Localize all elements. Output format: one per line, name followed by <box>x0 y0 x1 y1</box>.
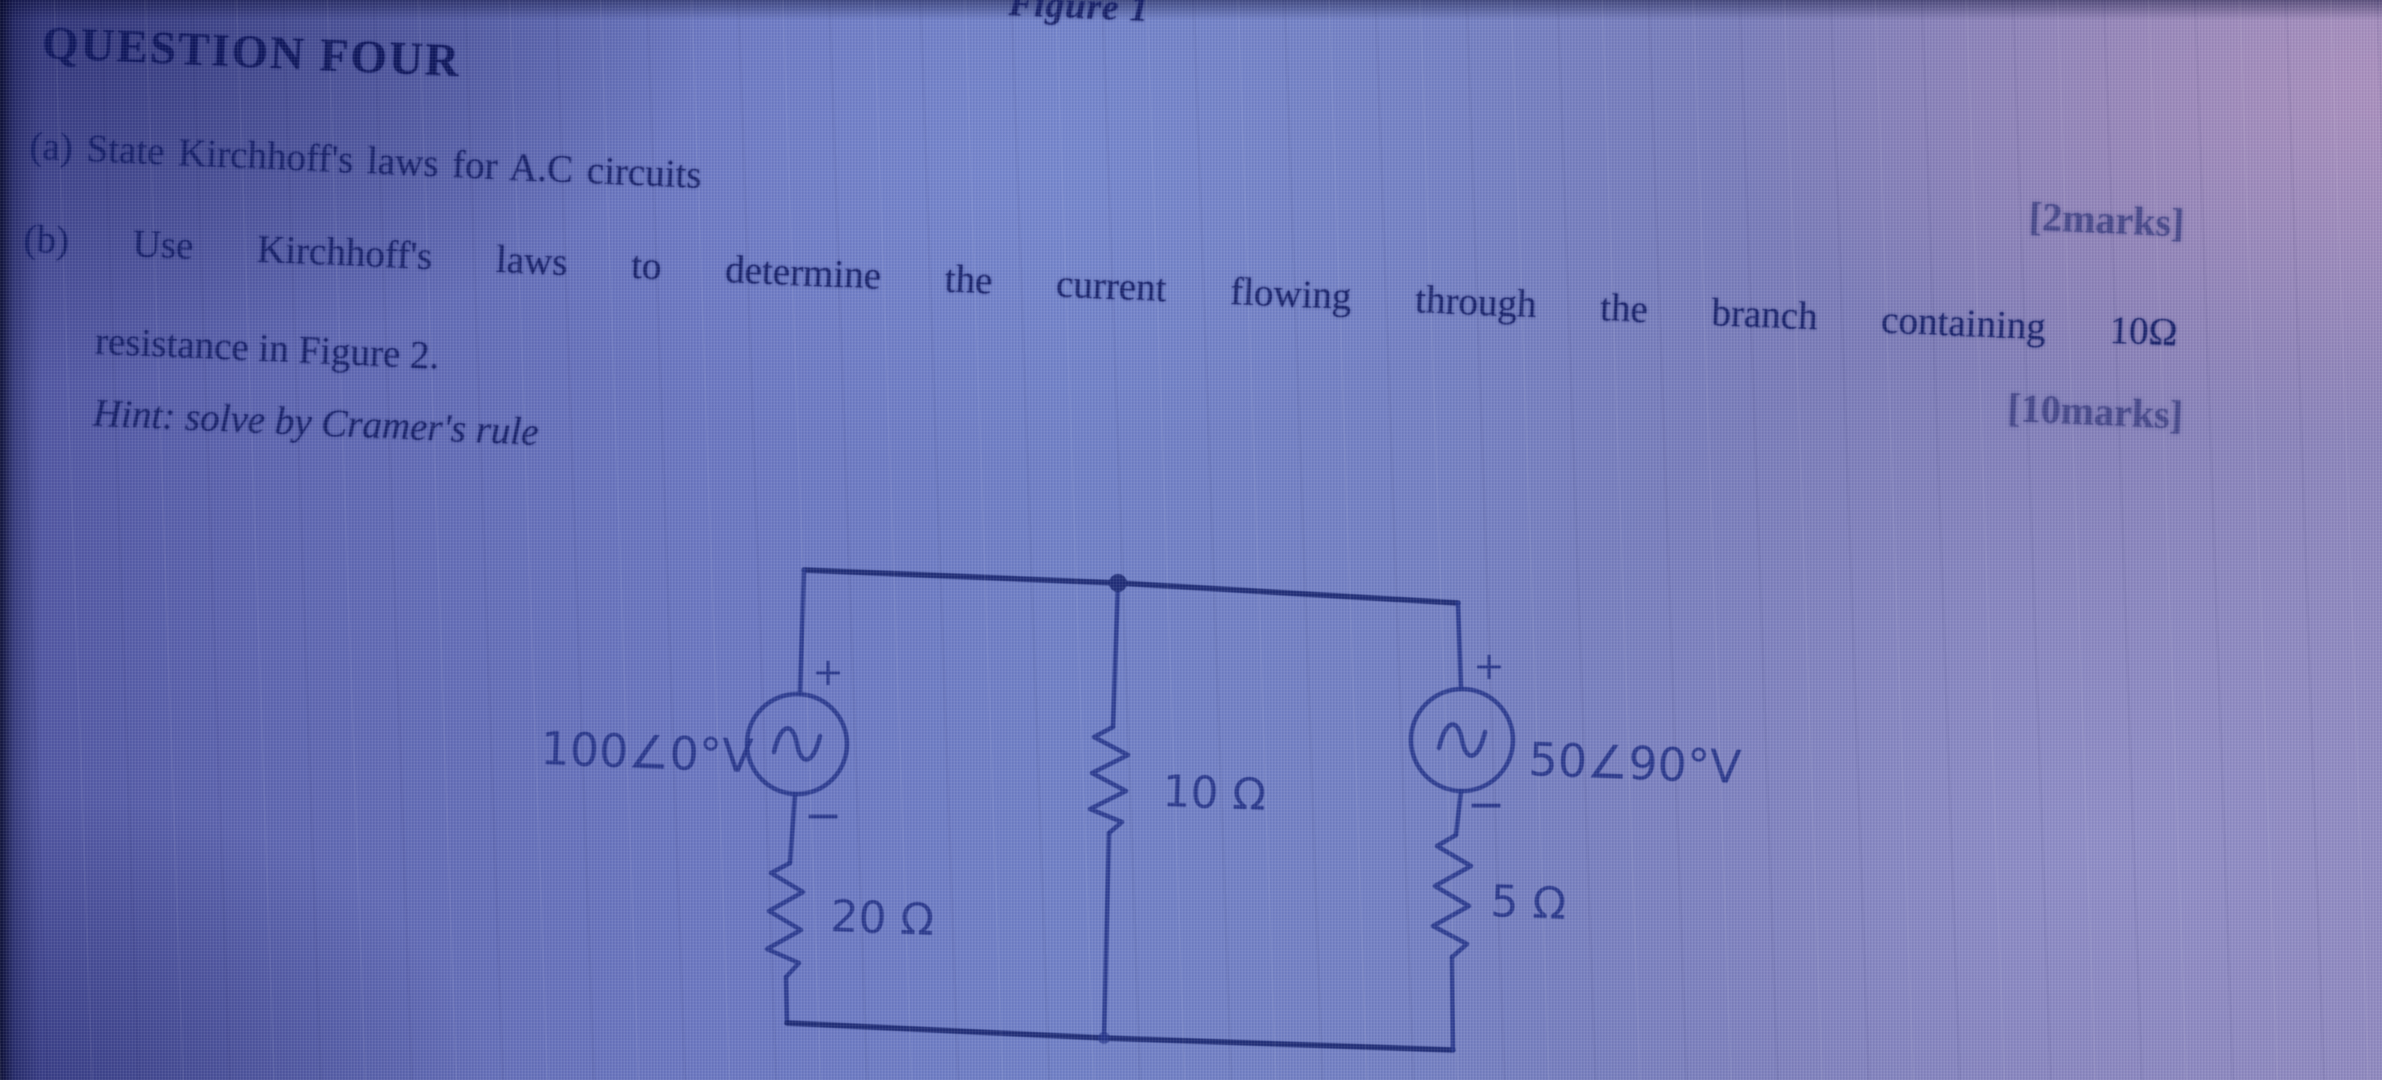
polarity-minus-left: − <box>804 788 843 842</box>
resistor-right-5ohm <box>1430 832 1474 960</box>
wire-top <box>801 567 1461 606</box>
label-source-right: 50∠90°V <box>1528 732 1743 794</box>
junction-dot-bottom <box>1098 1032 1110 1044</box>
label-resistor-right: 5 Ω <box>1490 876 1568 930</box>
wire-bottom <box>784 1020 1456 1053</box>
circuit-labels: 100∠0°V 50∠90°V 20 Ω 10 Ω 5 Ω + − + − <box>540 644 1743 946</box>
wire-middle-upper <box>1110 580 1121 730</box>
wire-right-lower <box>1449 954 1456 1053</box>
wire-right-mid <box>1453 788 1464 838</box>
polarity-plus-left: + <box>812 650 844 694</box>
sine-icon-right <box>1436 722 1488 758</box>
label-resistor-left: 20 Ω <box>830 891 935 946</box>
sine-icon-left <box>771 726 823 762</box>
polarity-minus-right: − <box>1467 777 1506 831</box>
wire-right-upper <box>1455 600 1464 692</box>
label-source-left: 100∠0°V <box>540 721 755 783</box>
wire-left-upper <box>797 567 807 697</box>
resistor-left-20ohm <box>764 860 806 980</box>
resistor-middle-10ohm <box>1087 724 1131 836</box>
wire-left-mid <box>787 791 798 866</box>
wire-middle-lower <box>1101 830 1112 1041</box>
circuit-wires <box>744 567 1516 1053</box>
junction-dot-top <box>1109 574 1127 592</box>
wire-left-lower <box>783 974 790 1026</box>
polarity-plus-right: + <box>1473 644 1505 688</box>
label-resistor-middle: 10 Ω <box>1162 766 1267 821</box>
